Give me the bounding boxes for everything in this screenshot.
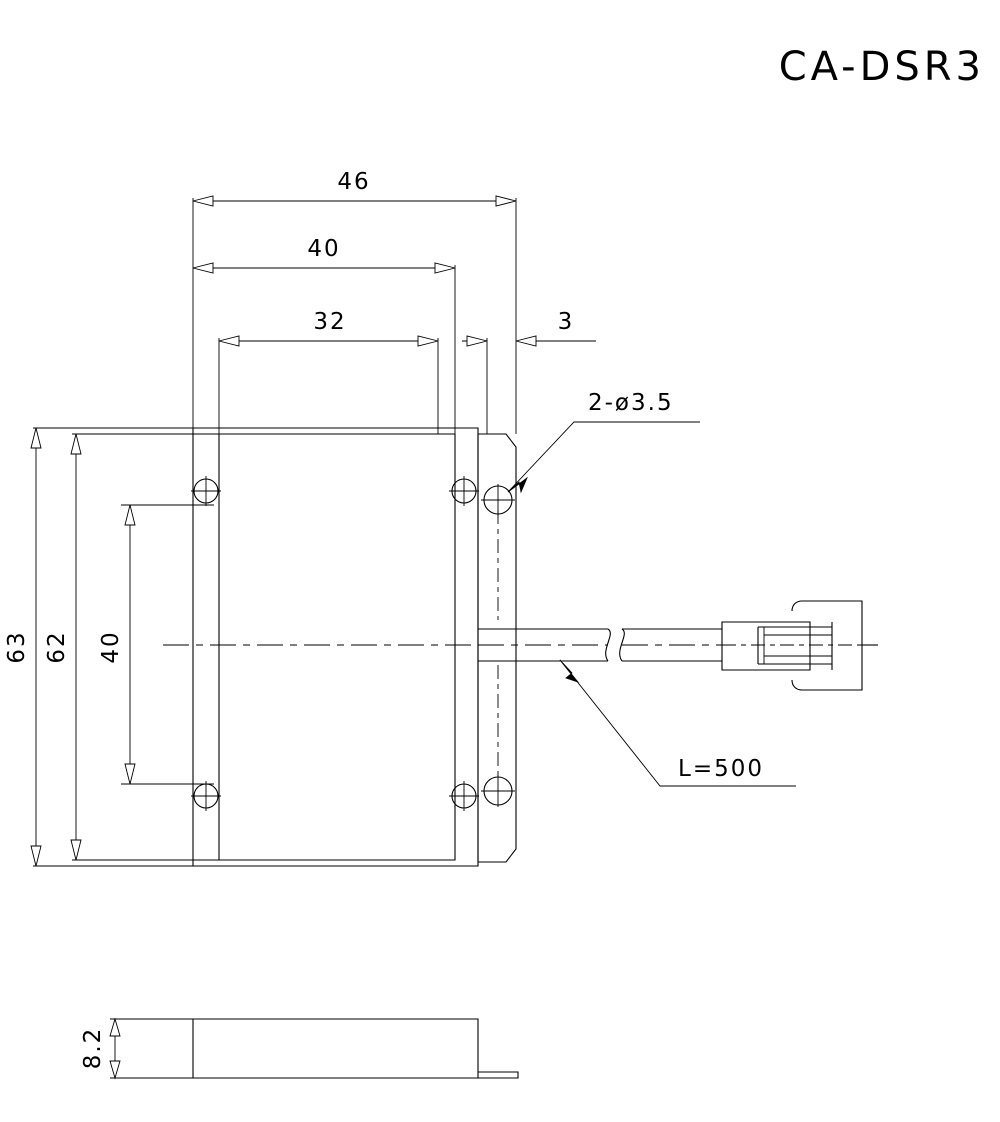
cable-length-callout: L=500 [559, 659, 796, 787]
front-view [163, 427, 517, 867]
hole-callout-leader [507, 421, 700, 493]
vertical-dimensions: 63 62 40 [4, 427, 226, 867]
dimension-63-label: 63 [4, 630, 30, 663]
dimension-32-label: 32 [313, 309, 346, 335]
cable-callout-arrowhead [559, 659, 580, 683]
hole-callout-label: 2-ø3.5 [588, 390, 674, 416]
dimension-62-label: 62 [44, 630, 70, 663]
cable-callout-label: L=500 [678, 756, 764, 782]
dimension-63: 63 [4, 427, 42, 867]
dimension-3-label: 3 [558, 309, 575, 335]
mounting-hole-top-left [191, 476, 221, 506]
hole-callout: 2-ø3.5 [507, 390, 700, 494]
cable-break-left [605, 628, 611, 662]
bracket-hole-bottom [481, 775, 515, 807]
connector-shell [791, 600, 863, 691]
dimension-62: 62 [44, 433, 82, 861]
cable-assembly [478, 600, 878, 691]
mounting-hole-top-right [449, 476, 479, 506]
dimension-8-2-label: 8.2 [80, 1027, 106, 1070]
dimension-40v-label: 40 [98, 630, 124, 663]
dimension-40-horizontal: 40 [192, 236, 456, 274]
dimension-3: 3 [462, 309, 596, 347]
hole-callout-arrowhead [507, 476, 528, 494]
cable-callout-leader [559, 659, 796, 787]
side-view: 8.2 [80, 1017, 519, 1080]
dimension-8-2: 8.2 [80, 1017, 121, 1080]
horizontal-dimensions: 46 40 32 3 [192, 169, 596, 434]
dimension-32: 32 [218, 309, 439, 347]
dimension-46-label: 46 [337, 169, 370, 195]
inner-body-outline [218, 433, 456, 861]
mounting-hole-bottom-right [449, 781, 479, 811]
connector-housing [721, 621, 811, 671]
mounting-hole-bottom-left [191, 781, 221, 811]
dimension-40h-label: 40 [307, 236, 340, 262]
dimension-46: 46 [192, 169, 517, 207]
cable-break-right [619, 628, 625, 662]
right-bracket-plate [477, 433, 517, 863]
side-view-body [192, 1018, 479, 1079]
side-view-flange [478, 1071, 519, 1079]
dimension-40-vertical: 40 [98, 504, 136, 785]
drawing-title: CA-DSR3 [779, 44, 985, 90]
main-plate-outline [192, 427, 479, 867]
